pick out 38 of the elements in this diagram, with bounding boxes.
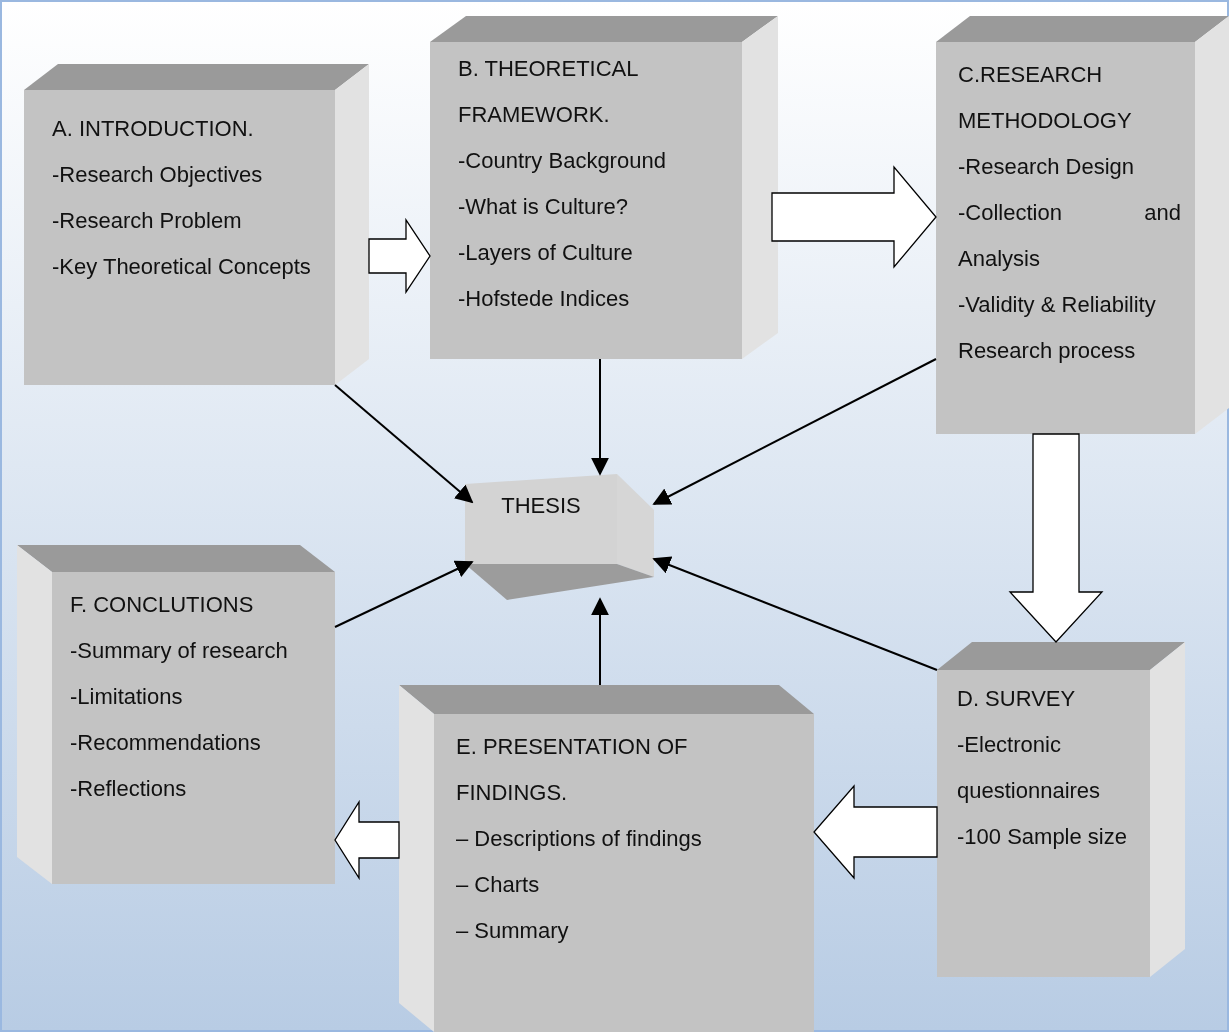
box-heading: THESIS bbox=[500, 492, 582, 520]
list-item: -Recommendations bbox=[70, 729, 262, 757]
box-heading: F. CONCLUTIONS bbox=[70, 591, 255, 619]
block-arrow bbox=[334, 799, 400, 881]
list-item: -Research Problem bbox=[52, 207, 243, 235]
list-item: -Limitations bbox=[70, 683, 184, 711]
arrow bbox=[652, 556, 938, 671]
list-item: -Validity & Reliability bbox=[958, 291, 1157, 319]
block-arrow bbox=[771, 165, 937, 269]
box-heading: A. INTRODUCTION. bbox=[52, 115, 255, 143]
arrow bbox=[334, 560, 474, 628]
arrow bbox=[591, 358, 609, 476]
arrow bbox=[334, 384, 474, 504]
block-arrow bbox=[368, 217, 431, 295]
list-item: – Charts bbox=[456, 871, 541, 899]
box-heading: B. THEORETICAL FRAMEWORK. bbox=[458, 55, 639, 129]
box-heading: C.RESEARCH METHODOLOGY bbox=[958, 61, 1133, 135]
block-arrow bbox=[813, 784, 938, 880]
list-item: -Hofstede Indices bbox=[458, 285, 631, 313]
block-arrow bbox=[1008, 433, 1104, 643]
box-heading: D. SURVEY bbox=[957, 685, 1077, 713]
list-item: -Key Theoretical Concepts bbox=[52, 253, 312, 281]
list-item: -Research Design bbox=[958, 153, 1136, 181]
list-item: -Research Objectives bbox=[52, 161, 264, 189]
list-item: -Reflections bbox=[70, 775, 188, 803]
list-item: Research process bbox=[958, 337, 1137, 365]
list-item: – Descriptions of findings bbox=[456, 825, 703, 853]
list-item: -100 Sample size bbox=[957, 823, 1128, 851]
arrow bbox=[652, 358, 937, 505]
list-item: -Layers of Culture bbox=[458, 239, 634, 267]
list-item: -What is Culture? bbox=[458, 193, 629, 221]
list-item: -Electronic questionnaires bbox=[957, 731, 1102, 805]
list-item: -Summary of research bbox=[70, 637, 289, 665]
arrow bbox=[591, 597, 609, 686]
list-item: -Country Background bbox=[458, 147, 667, 175]
list-item: – Summary bbox=[456, 917, 570, 945]
list-item: -Collection and Analysis bbox=[958, 199, 1181, 273]
box-heading: E. PRESENTATION OF FINDINGS. bbox=[456, 733, 689, 807]
